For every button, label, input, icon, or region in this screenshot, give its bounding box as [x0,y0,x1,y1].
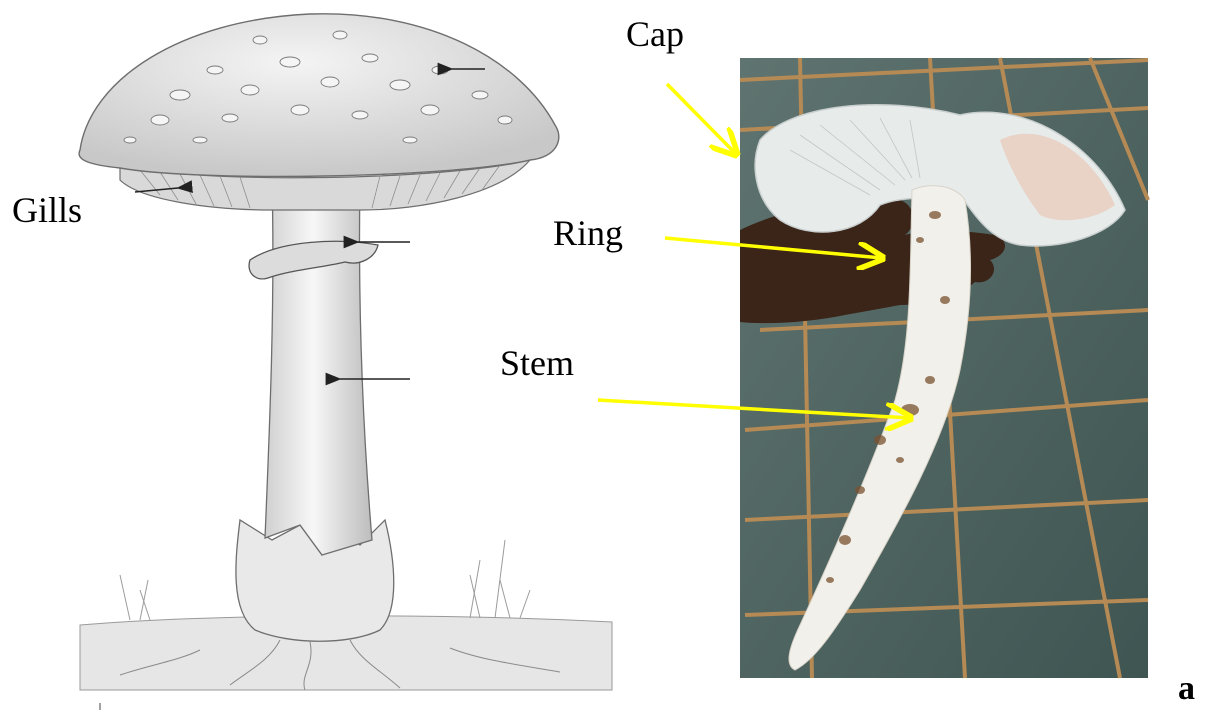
ring-label: Ring [553,215,623,251]
panel-letter: a [1178,672,1195,706]
cap-pointer [667,84,736,154]
stem-label: Stem [500,345,574,381]
stem [265,180,372,555]
gills-label: Gills [12,192,82,228]
mushroom-photo [598,58,1148,678]
cap-label: Cap [626,16,684,52]
